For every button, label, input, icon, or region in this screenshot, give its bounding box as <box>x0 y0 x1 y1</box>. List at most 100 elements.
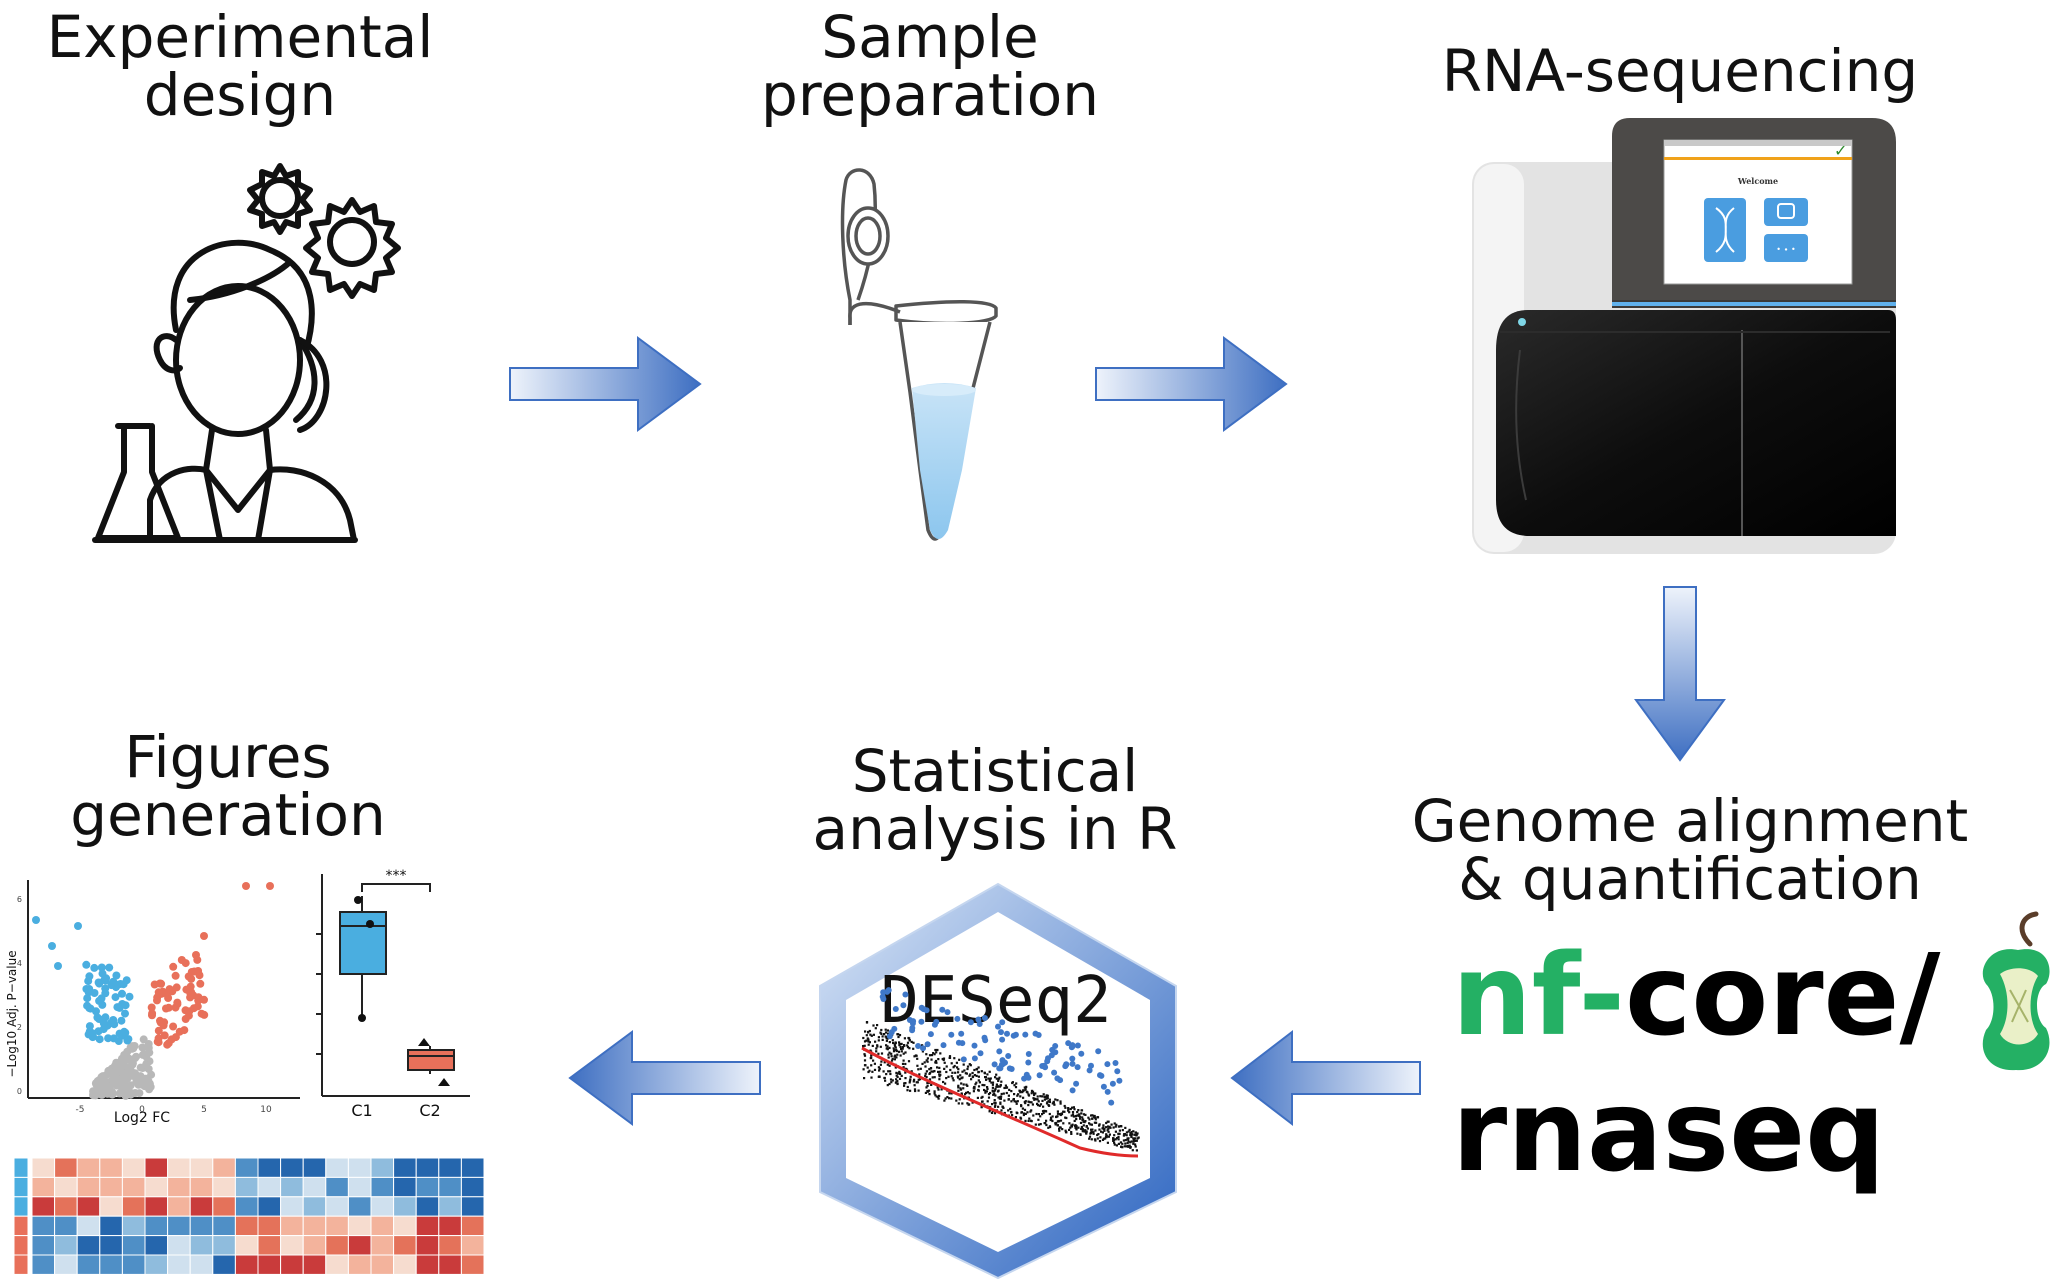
heatmap-cell <box>212 1196 236 1217</box>
ma-significant-point <box>1074 1042 1081 1049</box>
heatmap-cell <box>121 1196 146 1217</box>
ma-point <box>888 1041 891 1044</box>
apple-core-icon <box>1982 911 2050 1071</box>
volcano-point-up <box>194 996 203 1005</box>
ma-point <box>888 1046 891 1049</box>
ma-point <box>1023 1086 1026 1089</box>
ma-point <box>885 1073 888 1076</box>
ma-point <box>1080 1109 1084 1112</box>
ma-point <box>877 1052 880 1055</box>
heatmap-cell <box>76 1196 101 1217</box>
ma-point <box>921 1044 924 1047</box>
ma-point <box>897 1050 901 1053</box>
ma-point <box>880 1028 883 1032</box>
volcano-point-down <box>111 993 120 1002</box>
ma-point <box>909 1078 912 1081</box>
ma-point <box>915 1081 918 1084</box>
ma-point <box>951 1077 954 1080</box>
title-line: Genome alignment <box>1411 787 1969 855</box>
ma-point <box>1065 1116 1068 1120</box>
ma-point <box>863 1077 866 1080</box>
volcano-point-up <box>192 951 200 959</box>
ma-significant-point <box>909 1025 916 1031</box>
ma-point <box>1127 1130 1130 1133</box>
volcano-point-down <box>109 977 118 986</box>
volcano-point-down <box>121 1001 130 1010</box>
ma-significant-point <box>967 1019 974 1026</box>
ma-point <box>950 1092 953 1095</box>
ma-point <box>910 1040 913 1043</box>
ma-point <box>1074 1115 1077 1118</box>
ma-point <box>1135 1134 1138 1137</box>
significance-bracket <box>361 883 431 892</box>
volcano-point-ns <box>142 1061 150 1069</box>
ma-point <box>960 1082 963 1085</box>
heatmap-cell <box>212 1157 236 1178</box>
heatmap-cell <box>144 1157 169 1178</box>
ma-point <box>959 1087 962 1090</box>
heatmap-cell <box>393 1215 417 1237</box>
ma-point <box>903 1037 906 1040</box>
ma-point <box>972 1087 975 1090</box>
ma-point <box>968 1074 971 1077</box>
ma-point <box>898 1041 901 1044</box>
ma-point <box>1122 1139 1125 1142</box>
ma-point <box>1094 1118 1097 1121</box>
ma-point <box>1081 1127 1084 1131</box>
significance-label: *** <box>386 868 407 884</box>
ma-point <box>913 1078 916 1081</box>
ma-point <box>1058 1129 1061 1132</box>
ma-point <box>1112 1126 1115 1129</box>
heatmap-group-cell <box>13 1215 29 1237</box>
ma-point <box>998 1085 1002 1088</box>
heatmap-cell <box>76 1254 101 1275</box>
ma-point <box>1103 1127 1106 1131</box>
ma-point <box>1004 1084 1007 1087</box>
ma-point <box>913 1088 917 1091</box>
ma-point <box>1107 1127 1110 1130</box>
heatmap-cell <box>167 1235 191 1256</box>
ma-point <box>950 1062 953 1065</box>
ma-point <box>928 1072 931 1075</box>
ma-point <box>1092 1132 1095 1135</box>
ma-point <box>876 1024 879 1027</box>
ma-point <box>1135 1139 1138 1142</box>
ma-point <box>1080 1127 1083 1130</box>
ma-point <box>1014 1116 1017 1119</box>
ma-point <box>871 1044 874 1047</box>
ma-point <box>1090 1128 1093 1131</box>
heatmap-cell <box>302 1235 327 1256</box>
volcano-point-down <box>95 979 104 988</box>
ma-point <box>1129 1141 1132 1144</box>
heatmap-cell <box>415 1196 440 1217</box>
ma-point <box>997 1078 1000 1081</box>
ma-point <box>1056 1112 1060 1115</box>
volcano-point-outlier <box>200 932 208 940</box>
ma-plot-trendline <box>861 1046 1139 1158</box>
ma-point <box>1011 1081 1014 1084</box>
volcano-point-down <box>84 977 93 986</box>
ma-significant-point <box>1088 1062 1094 1069</box>
ma-point <box>887 1032 890 1035</box>
heatmap-cell <box>460 1215 485 1237</box>
volcano-point-ns <box>144 1044 153 1052</box>
ma-point <box>873 1068 877 1071</box>
volcano-ylabel: −Log10 Adj. P−value <box>5 950 19 1077</box>
volcano-point-up <box>154 1026 163 1035</box>
volcano-point-up <box>169 962 178 971</box>
ma-point <box>962 1063 965 1066</box>
ma-significant-point <box>1008 1066 1015 1072</box>
heatmap-cell <box>438 1254 462 1275</box>
volcano-point-outlier <box>74 922 82 930</box>
volcano-xtick: 5 <box>201 1105 207 1115</box>
title-line: design <box>143 61 337 129</box>
heatmap-cell <box>167 1196 191 1217</box>
ma-point <box>867 1040 870 1043</box>
volcano-point-down <box>114 1037 123 1045</box>
heatmap-cell <box>347 1215 372 1237</box>
ma-point <box>891 1079 894 1082</box>
heatmap-cell <box>460 1196 485 1217</box>
ma-point <box>895 1074 898 1077</box>
heatmap-group-cell <box>13 1176 29 1198</box>
ma-significant-point <box>939 1006 946 1013</box>
